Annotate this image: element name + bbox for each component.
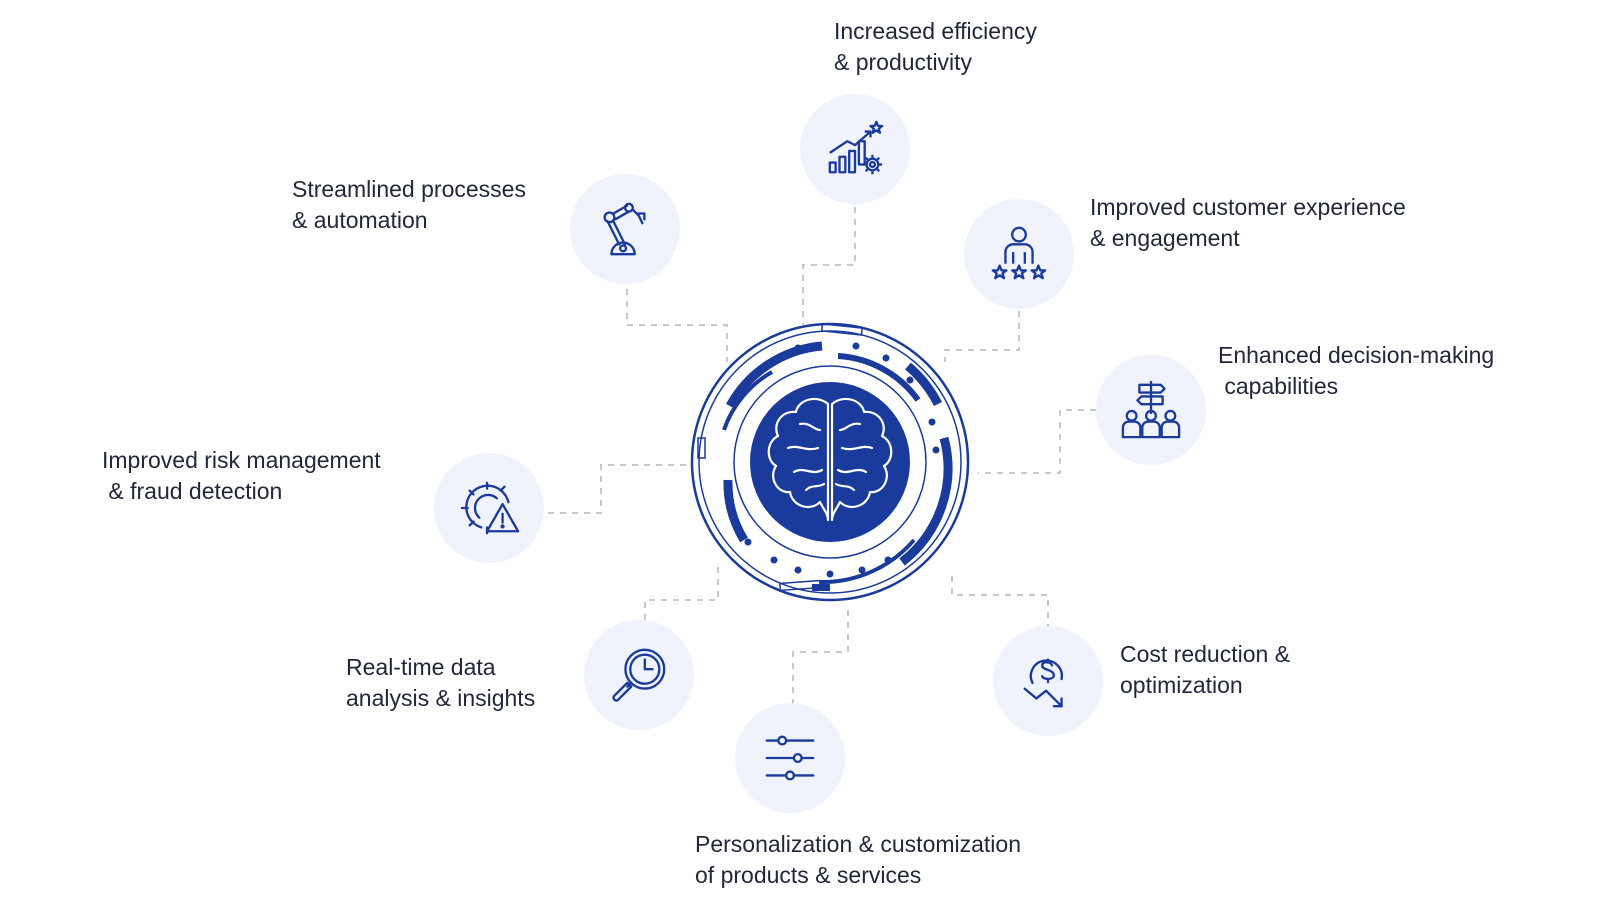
label-risk: Improved risk management & fraud detecti… bbox=[102, 447, 381, 504]
sliders-icon bbox=[765, 735, 815, 781]
central-hub bbox=[690, 322, 970, 602]
hub-arc bbox=[819, 538, 916, 585]
magnifier-clock-icon bbox=[612, 648, 666, 702]
label-customer: Improved customer experience & engagemen… bbox=[1090, 194, 1406, 251]
robotic-arm-icon bbox=[603, 202, 646, 256]
node-automation bbox=[570, 174, 680, 284]
brain-icon bbox=[767, 397, 893, 522]
label-realtime: Real-time data analysis & insights bbox=[346, 654, 536, 711]
hub-ring-2 bbox=[698, 330, 962, 594]
hub-arc bbox=[899, 436, 953, 566]
hub-arc bbox=[905, 362, 943, 407]
connector-customer bbox=[944, 311, 1020, 362]
node-customer bbox=[964, 199, 1074, 309]
hub-tick bbox=[697, 437, 706, 459]
gear-warning-icon bbox=[460, 481, 520, 535]
hub-dot bbox=[794, 344, 802, 352]
hub-dot bbox=[858, 566, 866, 574]
dollar-down-trend-icon bbox=[1023, 658, 1064, 708]
node-realtime bbox=[584, 620, 694, 730]
hub-dot bbox=[744, 538, 752, 546]
connector-efficiency bbox=[802, 207, 856, 325]
connector-decision bbox=[978, 409, 1096, 474]
node-risk bbox=[434, 453, 544, 563]
hub-dot bbox=[770, 556, 778, 564]
hub-tick bbox=[812, 584, 830, 591]
label-cost: Cost reduction & optimization bbox=[1120, 641, 1291, 698]
hub-dot bbox=[932, 446, 940, 454]
customer-rating-stars-icon bbox=[991, 226, 1047, 280]
node-personal bbox=[735, 703, 845, 813]
connector-personal bbox=[792, 610, 849, 705]
node-cost bbox=[993, 626, 1103, 736]
connector-cost bbox=[951, 570, 1049, 630]
hub-tick bbox=[820, 323, 864, 336]
hub-dot bbox=[882, 354, 890, 362]
hub-ring-3 bbox=[733, 365, 927, 559]
hub-dot bbox=[826, 570, 834, 578]
hub-dot bbox=[884, 556, 892, 564]
label-efficiency: Increased efficiency & productivity bbox=[834, 18, 1037, 75]
connector-automation bbox=[626, 289, 728, 362]
label-automation: Streamlined processes & automation bbox=[292, 176, 526, 233]
hub-arc bbox=[722, 370, 773, 431]
hub-core bbox=[750, 382, 910, 542]
hub-arc bbox=[723, 479, 748, 543]
node-decision bbox=[1096, 355, 1206, 465]
node-efficiency bbox=[800, 94, 910, 204]
label-decision: Enhanced decision-making capabilities bbox=[1218, 342, 1495, 399]
signpost-team-icon bbox=[1121, 380, 1181, 439]
hub-dot bbox=[794, 566, 802, 574]
label-personal: Personalization & customization of produ… bbox=[695, 831, 1021, 888]
connector-realtime bbox=[644, 565, 719, 620]
hub-arc bbox=[726, 341, 823, 409]
hub-dot bbox=[906, 376, 914, 384]
hub-dot bbox=[928, 418, 936, 426]
growth-chart-gear-icon bbox=[828, 120, 884, 175]
hub-arc bbox=[837, 353, 921, 402]
hub-dot bbox=[852, 342, 860, 350]
connector-risk bbox=[548, 464, 690, 514]
